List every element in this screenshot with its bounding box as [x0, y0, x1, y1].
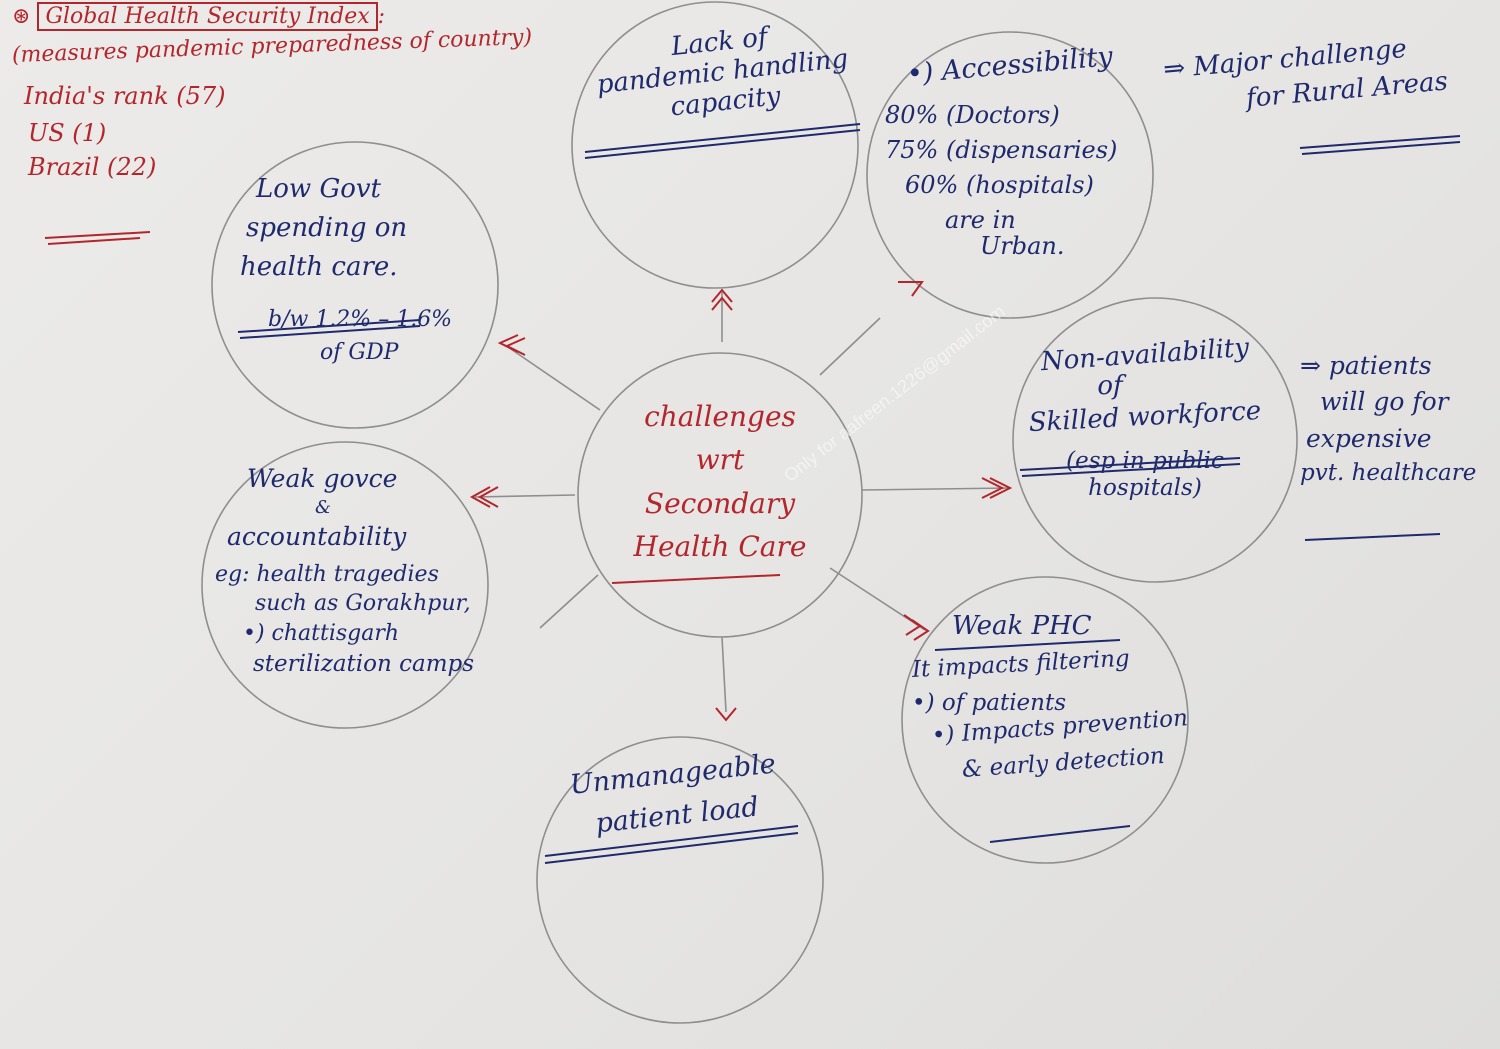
- arrow-up-pandemic: [711, 288, 733, 303]
- gh-index-title: Global Health Security Index: [37, 2, 378, 31]
- accessibility-line: Urban.: [980, 232, 1065, 261]
- phc-title: Weak PHC: [952, 611, 1092, 641]
- spoke-workforce: [861, 487, 1011, 491]
- governance-detail: such as Gorakhpur,: [255, 591, 471, 617]
- workforce-underline: [1019, 457, 1241, 471]
- governance-detail: eg: health tragedies: [215, 561, 439, 587]
- arrow-spending-2: [504, 337, 526, 356]
- arrow-patient-load: [715, 707, 737, 722]
- rural-underline: [1299, 135, 1461, 149]
- arrow-phc-2: [903, 614, 922, 636]
- governance-line: accountability: [227, 522, 407, 552]
- workforce-underline-2: [1021, 463, 1241, 477]
- phc-detail: •) of patients: [912, 690, 1067, 717]
- private-care-line: will go for: [1320, 387, 1449, 417]
- private-underline: [1304, 533, 1441, 541]
- spending-line: Low Govt: [256, 174, 381, 204]
- governance-detail: •) chattisgarh: [243, 621, 400, 647]
- pandemic-underline: [584, 123, 861, 153]
- arrow-workforce: [989, 477, 1013, 499]
- private-care-note: ⇒ patients will go for expensive pvt. he…: [1300, 348, 1476, 490]
- accessibility-line: are in: [945, 205, 1016, 234]
- spoke-spending: [504, 344, 601, 411]
- gh-index-block: ⊛ Global Health Security Index: (measure…: [11, 2, 533, 181]
- governance-detail: sterilization camps: [253, 650, 475, 677]
- spoke-accessibility: [819, 317, 881, 376]
- spending-circle: [211, 141, 499, 429]
- header-underline-2: [47, 237, 141, 245]
- spending-underline-2: [239, 325, 421, 339]
- patient-underline: [544, 825, 799, 857]
- spoke-patient-load: [721, 636, 727, 713]
- phc-circle: [901, 576, 1189, 864]
- spending-line: spending on: [246, 213, 408, 243]
- phc-title-underline: [934, 639, 1121, 651]
- governance-circle: [201, 441, 489, 729]
- governance-node: Weak govce & accountability eg: health t…: [215, 462, 474, 680]
- star-bullet-icon: ⊛: [12, 4, 31, 29]
- governance-line: Weak govce: [247, 464, 398, 493]
- workforce-detail: hospitals): [1088, 475, 1202, 502]
- gh-index-line: Brazil (22): [28, 152, 157, 181]
- private-care-line: ⇒ patients: [1300, 351, 1432, 380]
- pandemic-underline-2: [584, 129, 861, 159]
- header-underline: [44, 231, 151, 239]
- arrow-governance-2: [477, 486, 499, 508]
- workforce-line: of: [1097, 371, 1123, 402]
- workforce-node: Non-availability of Skilled workforce (e…: [1015, 333, 1275, 503]
- gh-index-line: (measures pandemic preparedness of count…: [11, 25, 533, 69]
- accessibility-line: 75% (dispensaries): [885, 135, 1118, 164]
- arrow-up-pandemic-2: [711, 296, 733, 311]
- arrow-accessibility: [898, 281, 924, 297]
- phc-detail: It impacts filtering: [911, 645, 1131, 683]
- accessibility-circle: [866, 31, 1154, 319]
- pandemic-circle: [571, 1, 859, 289]
- governance-line: &: [315, 496, 332, 518]
- accessibility-line: 80% (Doctors): [885, 101, 1060, 130]
- gh-index-title-row: ⊛ Global Health Security Index:: [12, 2, 386, 31]
- rural-underline-2: [1301, 141, 1461, 155]
- spoke-governance: [474, 494, 576, 498]
- phc-node: Weak PHC It impacts filtering •) of pati…: [911, 608, 1188, 787]
- center-line: Health Care: [633, 530, 807, 564]
- center-node: challenges wrt Secondary Health Care: [605, 395, 835, 569]
- center-line: Secondary: [644, 486, 796, 520]
- gh-index-line: US (1): [28, 119, 107, 148]
- spending-line: health care.: [240, 252, 398, 282]
- patient-underline-2: [544, 832, 799, 864]
- accessibility-node: •) Accessibility 80% (Doctors) 75% (disp…: [885, 41, 1118, 264]
- spending-underline: [237, 319, 421, 333]
- spending-detail: b/w 1.2% – 1.6%: [268, 307, 453, 332]
- arrow-governance: [469, 486, 491, 508]
- workforce-circle: [1012, 297, 1298, 583]
- workforce-detail: (esp in public: [1066, 447, 1224, 474]
- phc-detail-underline: [989, 825, 1131, 843]
- spending-node: Low Govt spending on health care. b/w 1.…: [240, 170, 452, 369]
- private-care-line: expensive: [1306, 423, 1432, 453]
- center-circle: [577, 352, 863, 638]
- spoke-unlabeled: [539, 574, 599, 629]
- private-care-line: pvt. healthcare: [1300, 459, 1477, 486]
- patient-load-circle: [536, 736, 824, 1024]
- arrow-workforce-2: [981, 477, 1005, 499]
- accessibility-line: 60% (hospitals): [905, 170, 1094, 199]
- center-line: challenges: [644, 400, 796, 433]
- gh-index-line: India's rank (57): [24, 81, 226, 110]
- center-underline: [611, 574, 781, 584]
- spending-detail: of GDP: [320, 340, 399, 365]
- center-line: wrt: [695, 443, 745, 477]
